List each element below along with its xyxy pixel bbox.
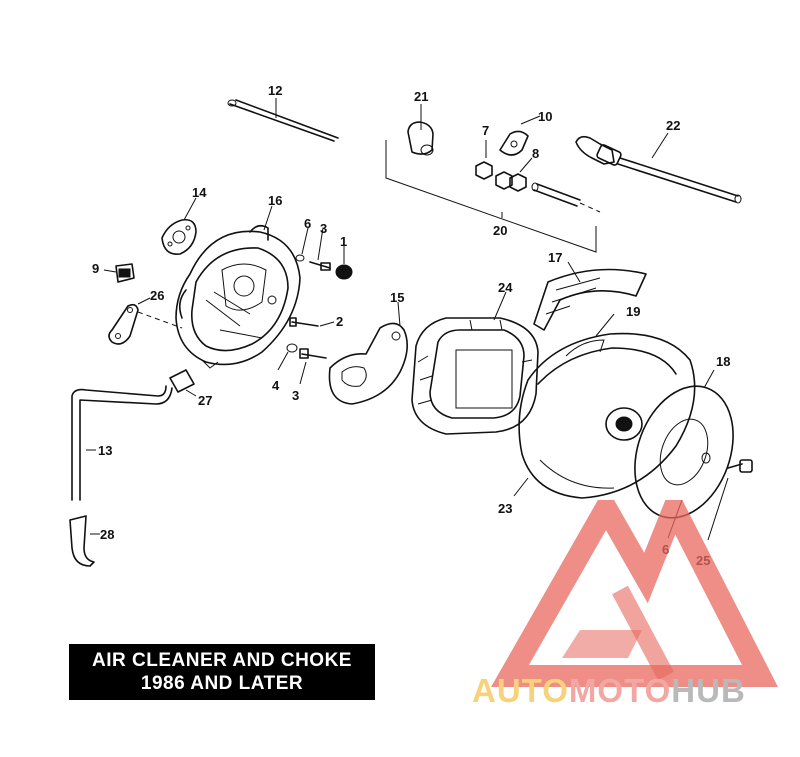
watermark-hub: HUB [671,672,746,709]
callout-1: 1 [340,234,347,249]
part-19-cover [518,313,696,499]
callout-7: 7 [482,123,489,138]
callout-16: 16 [268,193,282,208]
callout-9: 9 [92,261,99,276]
part-26-bracket [108,297,183,345]
diagram-title-box: AIR CLEANER AND CHOKE 1986 AND LATER [69,644,375,700]
part-14-gasket [161,197,197,255]
callout-17: 17 [548,250,562,265]
leader-23 [513,477,529,497]
callout-12: 12 [268,83,282,98]
part-13-breather-tube [71,385,173,501]
callout-13: 13 [98,443,112,458]
callout-21: 21 [414,89,428,104]
part-17-plate [533,261,647,331]
callout-20: 20 [493,223,507,238]
part-3-screw-top [309,227,331,271]
callout-22: 22 [666,118,680,133]
callout-3-bottom: 3 [292,388,299,403]
callout-10: 10 [538,109,552,124]
part-28-hose [69,515,100,567]
group-bracket-20 [385,140,597,253]
part-9-clip [103,263,135,283]
callout-4: 4 [272,378,280,393]
part-16-backplate [175,205,301,369]
title-line-2: 1986 AND LATER [140,673,304,694]
choke-cable-sleeve [531,182,601,213]
callout-8: 8 [532,146,539,161]
part-3-screw-bottom [299,348,327,385]
part-8-nuts [495,157,533,192]
part-25-screw [707,459,753,541]
part-10-cable-clamp [499,115,541,156]
callout-2: 2 [336,314,343,329]
callout-18: 18 [716,354,730,369]
part-6-washer-top [295,227,309,262]
part-2-screw [289,317,335,327]
part-12-choke-rod [227,98,339,142]
part-7-nut [475,140,493,180]
part-21-knob [407,104,434,156]
callout-24: 24 [498,280,513,295]
watermark-moto: MOTO [568,672,672,709]
part-27-fitting [169,369,197,397]
callout-6-top: 6 [304,216,311,231]
part-22-choke-cable [575,132,742,204]
callout-3-top: 3 [320,221,327,236]
callout-15: 15 [390,290,404,305]
callout-23: 23 [498,501,512,516]
callout-26: 26 [150,288,164,303]
watermark-text: AUTOMOTOHUB [472,672,800,712]
part-1-plug [335,244,353,280]
callout-14: 14 [192,185,207,200]
callout-27: 27 [198,393,212,408]
watermark-logo [491,500,778,687]
part-15-gasket [328,301,408,405]
callout-28: 28 [100,527,114,542]
watermark-auto: AUTO [472,672,569,709]
part-4-washer [277,343,298,371]
title-line-1: AIR CLEANER AND CHOKE [92,650,352,671]
callout-19: 19 [626,304,640,319]
part-24-filter-element [411,291,539,435]
